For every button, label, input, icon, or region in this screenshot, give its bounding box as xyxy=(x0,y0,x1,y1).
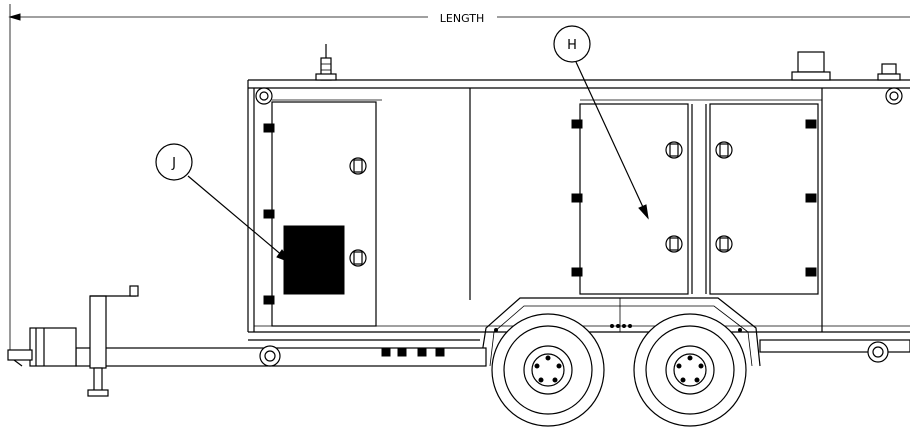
left-access-door xyxy=(263,101,377,327)
wheel-rear xyxy=(633,313,747,427)
callout-h-letter: H xyxy=(567,38,577,53)
door-latch-upper xyxy=(349,157,367,175)
tow-eye-front xyxy=(259,345,281,367)
fender-bolts xyxy=(494,324,742,332)
fender xyxy=(479,297,761,367)
callout-j: J xyxy=(155,143,292,264)
door-latches-right xyxy=(665,141,733,253)
callout-j-leader xyxy=(187,175,291,263)
door-hinges-left xyxy=(263,123,275,305)
length-label: LENGTH xyxy=(440,12,484,25)
wheel-front xyxy=(491,313,605,427)
right-double-doors xyxy=(571,103,819,295)
callout-j-circle xyxy=(155,143,193,181)
callout-h-leader xyxy=(575,61,649,219)
roof-fittings xyxy=(315,44,901,81)
tow-eye-rear xyxy=(867,341,889,363)
lifting-eye-right xyxy=(885,87,903,105)
door-hinges-right xyxy=(571,119,817,277)
dimension-arrow-left xyxy=(8,13,21,21)
callout-h-arrow xyxy=(638,204,649,220)
callout-j-arrow xyxy=(276,249,292,264)
air-intake-grille xyxy=(283,225,345,295)
lifting-eye-left xyxy=(255,87,273,105)
callout-h-circle xyxy=(553,25,591,63)
tongue-jack xyxy=(87,285,139,397)
callout-j-letter: J xyxy=(171,156,176,171)
hitch-coupler xyxy=(7,327,77,367)
door-latch-lower xyxy=(349,249,367,267)
callout-h: H xyxy=(553,25,649,220)
length-dimension: LENGTH xyxy=(8,4,910,350)
